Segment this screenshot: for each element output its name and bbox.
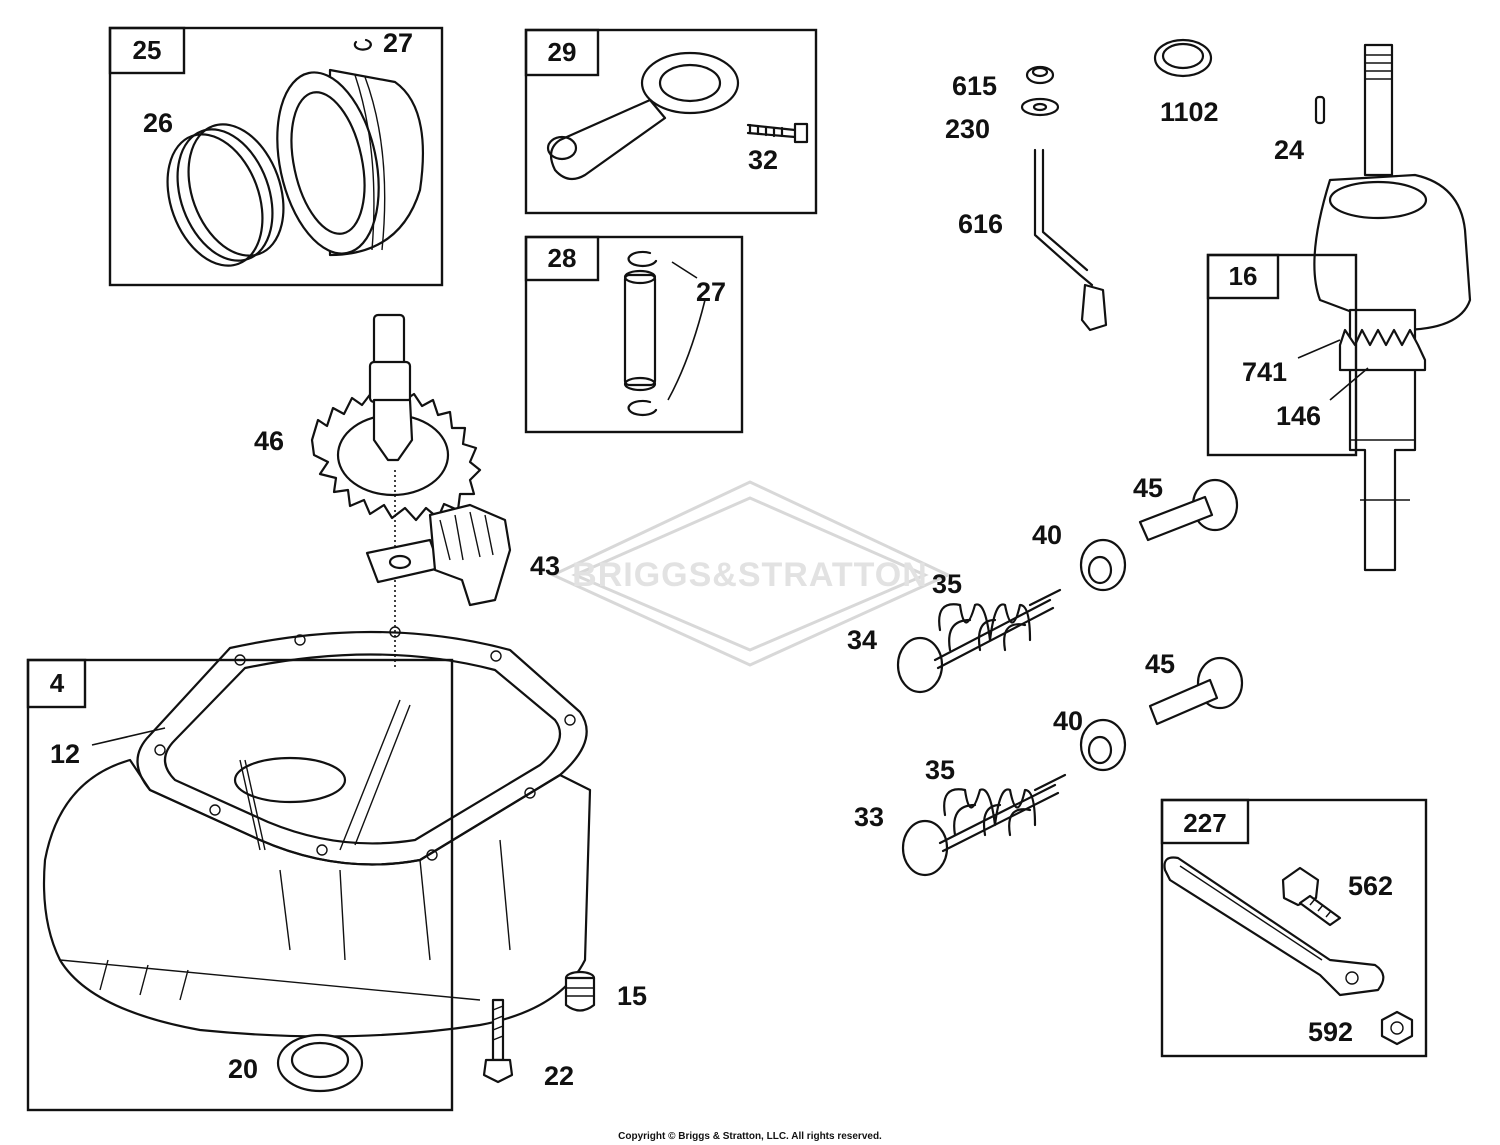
brake-bolt-icon <box>1281 866 1342 927</box>
label-15: 15 <box>617 981 647 1011</box>
sump-kit-frame <box>26 658 454 1112</box>
camshaft-icon <box>368 313 414 462</box>
watermark-text: BRIGGS&STRATTON <box>572 556 928 594</box>
governor-parts-group[interactable]: 615 230 616 <box>945 65 1108 332</box>
tappet-top-icon <box>1138 478 1239 542</box>
piston-kit-number: 25 <box>133 35 162 65</box>
label-146: 146 <box>1276 401 1321 431</box>
valve-spring-top-icon <box>938 588 1062 652</box>
label-741: 741 <box>1242 357 1287 387</box>
piston-kit-group[interactable]: 25 27 26 <box>108 26 444 287</box>
sump-bolt-icon <box>482 998 514 1084</box>
key-icon <box>1314 95 1326 125</box>
governor-nut-icon <box>1025 65 1055 85</box>
brake-kit-frame <box>1160 798 1428 1058</box>
crankshaft-icon <box>1313 43 1472 572</box>
label-35-top: 35 <box>932 569 962 599</box>
label-40-bottom: 40 <box>1053 706 1083 736</box>
label-27-pin: 27 <box>696 277 726 307</box>
connecting-rod-icon <box>546 51 740 181</box>
label-33: 33 <box>854 802 884 832</box>
camshaft-group[interactable]: 46 <box>254 313 482 670</box>
crankshaft-kit-number: 16 <box>1229 261 1258 291</box>
pin-clip-bottom-icon <box>627 399 658 417</box>
label-35-bottom: 35 <box>925 755 955 785</box>
brake-lever-icon <box>1163 856 1385 997</box>
oil-seal-icon <box>1153 38 1213 78</box>
connecting-rod-kit-frame <box>524 28 818 215</box>
brake-nut-icon <box>1380 1010 1414 1046</box>
brake-kit-group[interactable]: 227 562 592 <box>1160 798 1428 1058</box>
label-27-piston: 27 <box>383 28 413 58</box>
governor-washer-icon <box>1020 97 1060 117</box>
label-562: 562 <box>1348 871 1393 901</box>
pin-kit-number: 28 <box>548 243 577 273</box>
label-40-top: 40 <box>1032 520 1062 550</box>
sump-bolt-group[interactable]: 22 <box>482 998 574 1091</box>
crankshaft-kit-group[interactable]: 16 741 146 <box>1206 43 1472 572</box>
connecting-rod-kit-tag <box>524 28 600 77</box>
piston-kit-frame <box>108 26 444 287</box>
governor-assembly-group[interactable]: 43 <box>365 503 560 607</box>
key-group[interactable]: 24 <box>1274 95 1326 165</box>
pin-kit-group[interactable]: 28 27 <box>524 235 744 434</box>
brake-kit-number: 227 <box>1183 808 1226 838</box>
crankshaft-kit-tag <box>1206 253 1280 300</box>
crankshaft-kit-frame <box>1206 253 1358 457</box>
drain-plug-icon <box>564 970 596 1012</box>
valve-spring-bottom-icon <box>943 773 1067 837</box>
retainer-top-icon <box>1079 538 1127 592</box>
sump-housing-icon <box>42 699 592 1038</box>
retainer-bottom-icon <box>1079 718 1127 772</box>
copyright-notice: Copyright © Briggs & Stratton, LLC. All … <box>618 1131 882 1142</box>
sump-gasket-leader <box>91 727 166 746</box>
pin-kit-tag <box>524 235 600 282</box>
connecting-rod-kit-group[interactable]: 29 32 <box>524 28 818 215</box>
brake-kit-tag <box>1160 798 1250 845</box>
label-24: 24 <box>1274 135 1304 165</box>
label-230: 230 <box>945 114 990 144</box>
connecting-rod-kit-number: 29 <box>548 37 577 67</box>
crank-gear-leaders <box>1297 339 1369 401</box>
valve-train-lower-group[interactable]: 45 40 35 33 <box>854 649 1244 877</box>
label-45-top: 45 <box>1133 473 1163 503</box>
pin-clip-leaders <box>667 261 706 401</box>
exhaust-valve-icon <box>896 598 1055 694</box>
sump-kit-group[interactable]: 4 12 20 <box>26 626 592 1112</box>
intake-valve-icon <box>901 783 1060 877</box>
brand-watermark: BRIGGS&STRATTON <box>549 480 952 667</box>
governor-assembly-icon <box>365 503 512 607</box>
rod-bolt-icon <box>746 122 809 144</box>
wrist-pin-icon <box>623 269 657 392</box>
label-20: 20 <box>228 1054 258 1084</box>
sump-seal-icon <box>276 1033 364 1093</box>
label-26: 26 <box>143 108 173 138</box>
label-616: 616 <box>958 209 1003 239</box>
label-45-bottom: 45 <box>1145 649 1175 679</box>
pin-kit-frame <box>524 235 744 434</box>
piston-rings-icon <box>166 123 285 267</box>
tappet-bottom-icon <box>1148 656 1244 726</box>
governor-shaft-icon <box>1033 148 1108 332</box>
label-1102: 1102 <box>1160 97 1219 127</box>
piston-kit-tag <box>108 26 186 75</box>
sump-kit-tag <box>26 658 87 709</box>
drain-plug-group[interactable]: 15 <box>564 970 647 1012</box>
label-43: 43 <box>530 551 560 581</box>
label-32: 32 <box>748 145 778 175</box>
piston-icon <box>276 68 425 257</box>
oil-seal-group[interactable]: 1102 <box>1153 38 1219 127</box>
label-46: 46 <box>254 426 284 456</box>
label-12: 12 <box>50 739 80 769</box>
label-592: 592 <box>1308 1017 1353 1047</box>
label-34: 34 <box>847 625 877 655</box>
pin-clip-top-icon <box>627 250 658 268</box>
valve-train-upper-group[interactable]: 45 40 35 34 <box>847 473 1239 694</box>
label-615: 615 <box>952 71 997 101</box>
piston-clip-icon <box>353 38 372 51</box>
sump-kit-number: 4 <box>50 668 65 698</box>
crank-gear-icon <box>1338 328 1427 372</box>
label-22: 22 <box>544 1061 574 1091</box>
